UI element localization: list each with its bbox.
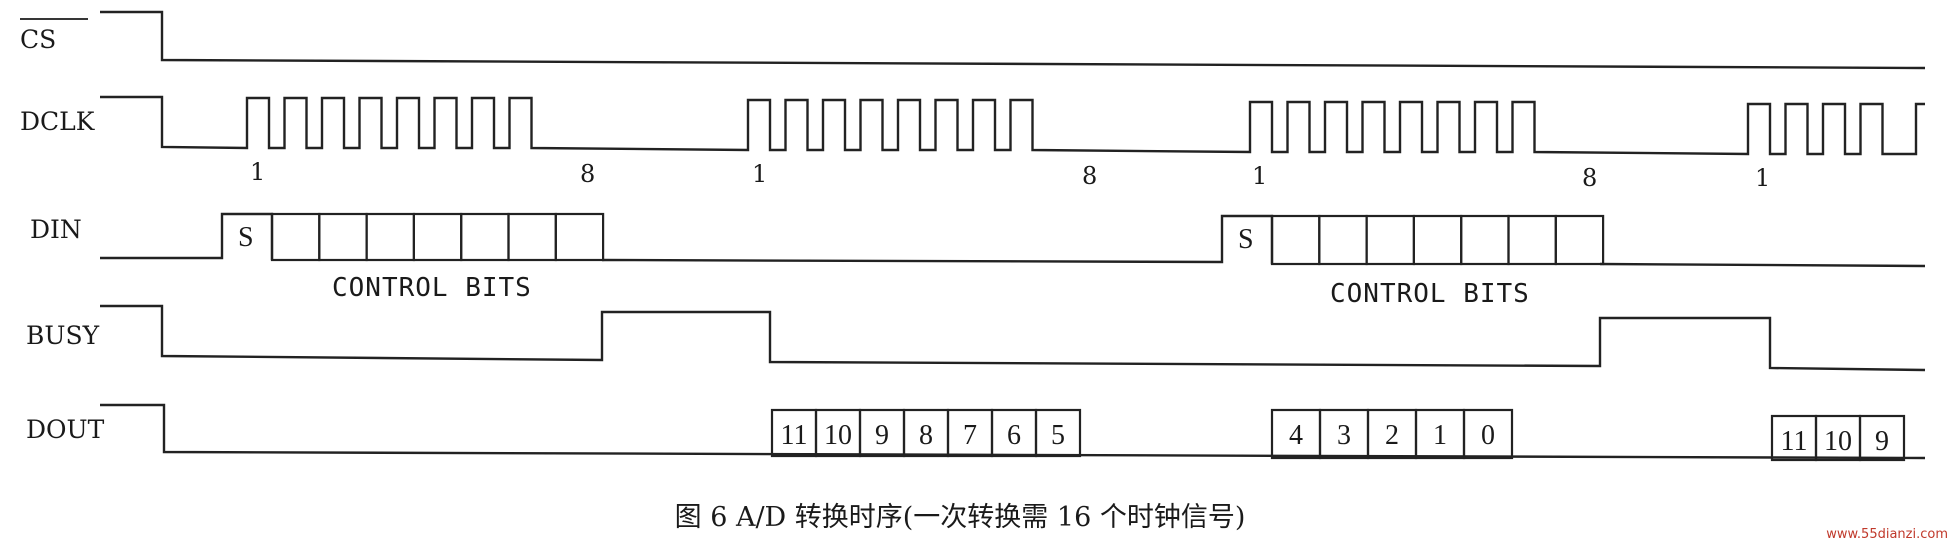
dclk-marker-8c: 8 <box>1582 164 1597 192</box>
din-control-cell <box>554 212 605 262</box>
dout-bit-label: 8 <box>919 420 933 451</box>
dclk-label: DCLK <box>20 107 96 136</box>
din-start-bit-b: S <box>1238 224 1254 255</box>
dout-bit-label: 9 <box>875 420 889 451</box>
dout-bit-label: 7 <box>963 420 977 451</box>
din-label: DIN <box>30 215 82 244</box>
dout-bit-label: 11 <box>1781 426 1808 457</box>
din-control-bits-label-a: CONTROL BITS <box>332 273 532 303</box>
dclk-waveform <box>100 95 1925 156</box>
din-control-cells-b <box>1270 214 1605 266</box>
figure-caption: 图 6 A/D 转换时序(一次转换需 16 个时钟信号) <box>675 502 1246 533</box>
dout-bit-label: 4 <box>1289 420 1303 451</box>
dout-bit-cell <box>1462 408 1514 460</box>
din-control-cell <box>1460 214 1510 266</box>
dout-bit-cell <box>1858 414 1906 462</box>
dout-bit-label: 1 <box>1433 420 1447 451</box>
din-waveform-c <box>1599 262 1926 268</box>
din-control-cell <box>460 212 510 262</box>
din-control-cell <box>318 212 368 262</box>
din-control-cells-a <box>270 212 605 262</box>
dout-bit-cell <box>1034 408 1082 458</box>
cs-waveform <box>100 10 1926 70</box>
busy-waveform <box>100 304 1926 372</box>
dclk-marker-1b: 1 <box>752 160 767 188</box>
watermark: www.55dianzi.com <box>1826 527 1948 542</box>
dout-bit-label: 10 <box>1824 426 1852 457</box>
dout-bit-label: 2 <box>1385 420 1399 451</box>
din-waveform-b <box>601 214 1274 264</box>
din-control-cell <box>1412 214 1463 266</box>
busy-label: BUSY <box>26 321 100 350</box>
dclk-marker-8a: 8 <box>580 160 595 188</box>
din-control-bits-label-b: CONTROL BITS <box>1330 279 1530 309</box>
din-control-cell <box>412 212 463 262</box>
dout-bit-label: 11 <box>781 420 808 451</box>
din-control-cell <box>1270 214 1321 266</box>
dclk-marker-1c: 1 <box>1252 162 1267 190</box>
din-control-cell <box>1507 214 1557 266</box>
din-control-cell <box>1318 214 1368 266</box>
dout-bit-label: 9 <box>1875 426 1889 457</box>
din-control-cell <box>507 212 557 262</box>
dclk-marker-1a: 1 <box>250 158 265 186</box>
din-control-cell <box>270 212 321 262</box>
dclk-marker-1d: 1 <box>1755 164 1770 192</box>
dout-label: DOUT <box>26 415 105 444</box>
din-control-cell <box>1554 214 1605 266</box>
dout-bit-label: 6 <box>1007 420 1021 451</box>
dout-bit-label: 5 <box>1051 420 1065 451</box>
din-control-cell <box>365 212 416 262</box>
dclk-marker-8b: 8 <box>1082 162 1097 190</box>
din-control-cell <box>1365 214 1415 266</box>
dout-bit-label: 10 <box>824 420 852 451</box>
cs-label: CS <box>20 25 56 54</box>
dout-bit-label: 3 <box>1337 420 1351 451</box>
din-start-bit-a: S <box>238 222 254 253</box>
dout-bit-label: 0 <box>1481 420 1495 451</box>
